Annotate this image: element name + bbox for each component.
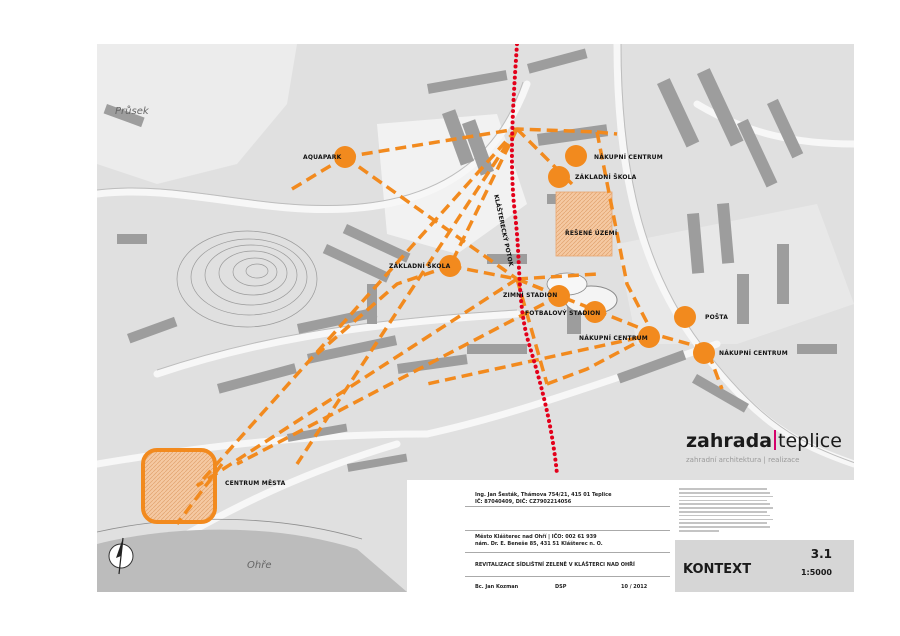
note-line <box>679 503 770 505</box>
author-ids: IČ: 87040409, DIČ: CZ7902214056 <box>475 499 572 505</box>
project-name: REVITALIZACE SÍDLIŠTNÍ ZELENĚ V KLÁŠTERC… <box>475 562 635 568</box>
poi-zakladni-skola-1[interactable] <box>548 166 570 188</box>
sheet-title: KONTEXT <box>683 562 752 577</box>
poi-zimni-stadion[interactable] <box>548 285 570 307</box>
author-name: Ing. Jan Šesták, Thámova 754/21, 415 01 … <box>475 492 612 498</box>
note-line <box>679 499 767 502</box>
label-zakladni-skola-2: ZÁKLADNÍ ŠKOLA <box>389 263 451 270</box>
label-aquapark: AQUAPARK <box>303 154 342 161</box>
label-posta: POŠTA <box>705 314 729 321</box>
note-line <box>679 495 773 498</box>
place-label-prusek: Průsek <box>115 106 149 117</box>
connection-routes <box>175 127 724 526</box>
note-line <box>679 526 770 528</box>
poi-fotbalovy-stadion[interactable] <box>584 301 606 323</box>
poi-nakupni-centrum-3[interactable] <box>693 342 715 364</box>
poi-nakupni-centrum-1[interactable] <box>565 145 587 167</box>
note-line <box>679 507 773 509</box>
label-nakupni-centrum-3: NÁKUPNÍ CENTRUM <box>719 350 788 357</box>
poi-nakupni-centrum-2[interactable] <box>638 326 660 348</box>
copyright-note <box>679 486 775 534</box>
logo-separator <box>774 430 777 450</box>
label-zimni-stadion: ZIMNÍ STADION <box>503 292 558 299</box>
stream-line <box>509 44 559 476</box>
label-fotbalovy-stadion: FOTBALOVÝ STADION <box>525 310 601 317</box>
place-label-ohre: Ohře <box>247 560 272 571</box>
title-block: Ing. Jan Šesták, Thámova 754/21, 415 01 … <box>407 480 854 592</box>
note-line <box>679 511 767 513</box>
note-line <box>679 514 770 517</box>
drawn-by: Bc. Jan Kozman <box>475 584 519 590</box>
label-nakupni-centrum-2: NÁKUPNÍ CENTRUM <box>579 335 648 342</box>
label-zakladni-skola-1: ZÁKLADNÍ ŠKOLA <box>575 174 637 181</box>
sheet-title-box: KONTEXT 3.1 1:5000 <box>675 540 854 592</box>
map-svg <box>97 44 854 592</box>
note-line <box>679 518 773 521</box>
solved-area <box>555 191 613 257</box>
poi-posta[interactable] <box>674 306 696 328</box>
project-stage: DSP <box>555 584 567 590</box>
hill-contours <box>176 230 318 328</box>
client-address: nám. Dr. E. Beneše 85, 431 51 Klášterec … <box>475 541 603 547</box>
label-reseni-uzemi: ŘEŠENÉ ÚZEMÍ <box>565 230 618 237</box>
label-nakupni-centrum-1: NÁKUPNÍ CENTRUM <box>594 154 663 161</box>
project-date: 10 / 2012 <box>621 584 648 590</box>
note-line <box>679 522 767 524</box>
note-line <box>679 488 767 490</box>
north-arrow-icon <box>108 537 134 575</box>
note-line <box>679 492 770 494</box>
poi-aquapark[interactable] <box>334 146 356 168</box>
logo-subtitle: zahradní architektura | realizace <box>686 456 800 464</box>
poi-markers <box>334 145 715 364</box>
map-canvas: Průsek Ohře AQUAPARK NÁKUPNÍ CENTRUM ZÁK… <box>97 44 854 592</box>
river-ohre <box>97 529 407 592</box>
sheet-scale: 1:5000 <box>800 568 832 577</box>
client-name: Město Klášterec nad Ohří | IČO: 002 61 9… <box>475 534 597 540</box>
logo-text-b: teplice <box>778 430 842 452</box>
logo-text-a: zahrada <box>686 430 773 452</box>
note-line <box>679 530 719 532</box>
label-centrum-mesta: CENTRUM MĚSTA <box>225 480 286 487</box>
city-centre-area <box>141 448 217 524</box>
poi-zakladni-skola-2[interactable] <box>439 255 461 277</box>
road-edges <box>97 44 854 464</box>
sheet-number: 3.1 <box>810 547 832 561</box>
